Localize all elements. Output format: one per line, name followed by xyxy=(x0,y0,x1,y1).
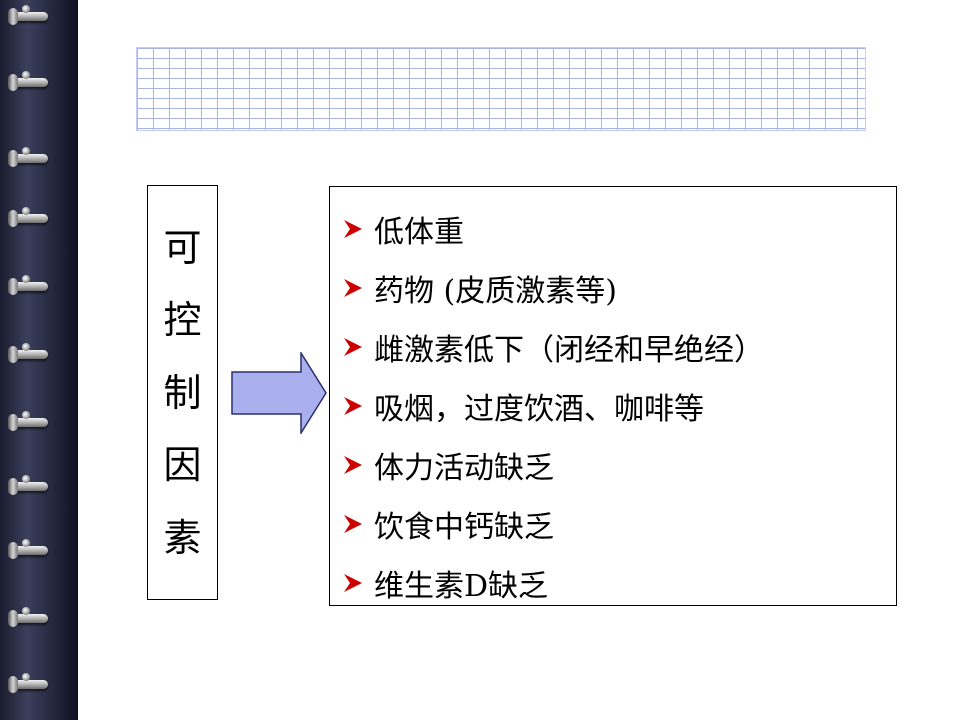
label-char: 制 xyxy=(163,370,202,415)
list-item-text: 低体重 xyxy=(374,214,464,250)
label-char: 可 xyxy=(163,225,202,270)
grid-banner xyxy=(136,47,866,131)
label-char: 素 xyxy=(163,515,202,560)
arrowhead-bullet-icon xyxy=(344,514,362,533)
binder-ring-icon xyxy=(8,475,48,495)
list-item: 体力活动缺乏 xyxy=(342,435,896,494)
binder-ring-icon xyxy=(8,343,48,363)
binder-ring-icon xyxy=(8,147,48,167)
binder-ring-icon xyxy=(8,539,48,559)
list-item-text: 体力活动缺乏 xyxy=(374,450,554,486)
arrowhead-bullet-icon xyxy=(344,278,362,297)
list-item: 饮食中钙缺乏 xyxy=(342,494,896,553)
list-item-text: 药物 (皮质激素等) xyxy=(374,273,617,309)
right-arrow-icon xyxy=(231,352,327,434)
binder-ring-icon xyxy=(8,275,48,295)
arrowhead-bullet-icon xyxy=(344,455,362,474)
binder-strip xyxy=(0,0,78,720)
arrowhead-bullet-icon xyxy=(344,396,362,415)
list-item-text: 雌激素低下（闭经和早绝经） xyxy=(374,332,764,368)
list-item: 雌激素低下（闭经和早绝经） xyxy=(342,317,896,376)
list-item-text: 维生素D缺乏 xyxy=(374,568,549,604)
factor-list: 低体重 药物 (皮质激素等) 雌激素低下（闭经和早绝经） 吸烟，过度饮酒、咖啡等… xyxy=(329,186,897,606)
list-item: 低体重 xyxy=(342,199,896,258)
controllable-factors-label: 可 控 制 因 素 xyxy=(147,185,218,600)
label-char: 因 xyxy=(163,443,202,487)
binder-ring-icon xyxy=(8,5,48,25)
arrowhead-bullet-icon xyxy=(344,219,362,238)
binder-ring-icon xyxy=(8,411,48,431)
arrowhead-bullet-icon xyxy=(344,573,362,592)
label-char: 控 xyxy=(163,298,202,342)
list-item: 维生素D缺乏 xyxy=(342,553,896,612)
binder-ring-icon xyxy=(8,207,48,227)
binder-ring-icon xyxy=(8,673,48,693)
arrowhead-bullet-icon xyxy=(344,337,362,356)
binder-ring-icon xyxy=(8,71,48,91)
list-item: 吸烟，过度饮酒、咖啡等 xyxy=(342,376,896,435)
list-item-text: 吸烟，过度饮酒、咖啡等 xyxy=(374,391,704,427)
binder-ring-icon xyxy=(8,607,48,627)
list-item: 药物 (皮质激素等) xyxy=(342,258,896,317)
list-item-text: 饮食中钙缺乏 xyxy=(374,509,554,545)
